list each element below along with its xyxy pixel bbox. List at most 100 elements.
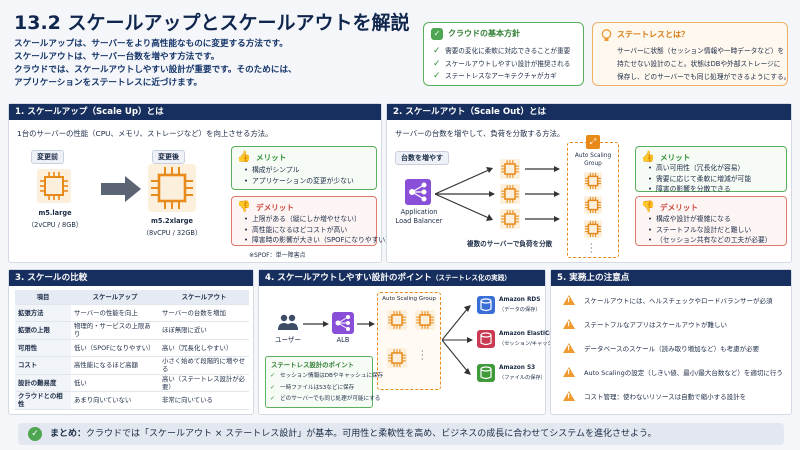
cloud-policy-box: ✓ クラウドの基本方針 ✓ 需要の変化に柔軟に対応できることが重要 ✓ スケール… — [423, 22, 584, 86]
list-item: 障害時の影響が大きい（SPOFになりやすい） — [244, 235, 392, 246]
check-icon: ✓ — [270, 383, 276, 391]
before-label: 変更前 — [31, 150, 64, 164]
cache-icon — [477, 330, 495, 348]
table-cell: 設計の難易度 — [15, 374, 71, 392]
merit-list: 高い可用性（冗長化が容易） 需要に応じて柔軟に増減が可能 障害の影響を分散できる — [648, 163, 751, 195]
section-heading: 5. 実務上の注意点 — [551, 270, 791, 286]
label-line: Application — [400, 208, 438, 216]
intro-text: スケールアップは、サーバーをより高性能なものに変更する方法です。 スケールアウト… — [14, 38, 414, 90]
table-row: 設計の難易度低い高い（ステートレス設計が必要） — [15, 374, 249, 392]
list-item: 構成や設計が複雑になる — [648, 214, 772, 225]
summary-text: クラウドでは「スケールアウト × ステートレス設計」が基本。可用性と柔軟性を高め… — [86, 429, 657, 439]
list-item: アプリケーションの変更が少ない — [244, 176, 354, 187]
add-servers-label: 台数を増やす — [395, 151, 449, 165]
thumbs-up-icon: 👍 — [641, 150, 655, 163]
merit-title: メリット — [660, 153, 691, 162]
list-item: ✓ 需要の変化に柔軟に対応できることが重要 — [433, 45, 570, 58]
label-line: Group — [584, 160, 602, 167]
table-header-row: 項目 スケールアップ スケールアウト — [15, 290, 249, 305]
demerit-list: 上限がある（縦にしか増やせない） 高性能になるほどコストが高い 障害時の影響が大… — [244, 214, 392, 246]
arrow-right-icon — [357, 321, 375, 327]
thumbs-down-icon: 👎 — [237, 200, 251, 213]
database-icon — [477, 296, 495, 314]
list-item-text: データベースのスケール（読み取り増加など）も考慮が必要 — [584, 345, 760, 353]
scale-out-merit-box: 👍 メリット 高い可用性（冗長化が容易） 需要に応じて柔軟に増減が可能 障害の影… — [635, 146, 787, 195]
alb-label: ALB — [336, 336, 350, 344]
check-icon: ✓ — [433, 58, 441, 69]
table-cell: サーバーの台数を増加 — [159, 304, 249, 322]
table-cell: 拡張方法 — [15, 304, 71, 322]
before-instance-name: m5.large — [38, 209, 72, 217]
table-cell: クラウドとの相性 — [15, 391, 71, 410]
thumbs-down-icon: 👎 — [641, 200, 655, 213]
service-name: Amazon RDS — [499, 297, 541, 303]
ec2-instance-icon — [386, 347, 408, 369]
stateless-text: サーバーに状態（セッション情報や一時データなど）を 持たせない設計のこと。状態は… — [617, 45, 790, 84]
scale-up-demerit-box: 👎 デメリット 上限がある（縦にしか増やせない） 高性能になるほどコストが高い … — [231, 196, 392, 246]
table-cell: 拡張の上限 — [15, 321, 71, 340]
warning-icon: ! — [563, 367, 575, 377]
table-cell: 低い — [71, 374, 159, 392]
comparison-table-wrap: 項目 スケールアップ スケールアウト 拡張方法サーバーの性能を向上サーバーの台数… — [15, 290, 249, 410]
table-row: 拡張方法サーバーの性能を向上サーバーの台数を増加 — [15, 304, 249, 322]
scale-out-demerit-box: 👎 デメリット 構成や設計が複雑になる ステートフルな設計だと難しい （セッショ… — [635, 196, 787, 246]
summary-bar: ✓ まとめ：クラウドでは「スケールアウト × ステートレス設計」が基本。可用性と… — [18, 423, 784, 445]
warning-icon: ! — [563, 391, 575, 401]
users-label: ユーザー — [274, 336, 302, 344]
more-indicator: ··· — [590, 240, 593, 257]
table-cell: 高性能になるほど高額 — [71, 356, 159, 375]
lightbulb-icon — [601, 29, 612, 41]
table-cell: サーバーの性能を向上 — [71, 304, 159, 322]
summary-lead: まとめ： — [50, 429, 87, 439]
scale-up-panel: 1. スケールアップ（Scale Up）とは 1台のサーバーの性能（CPU、メモ… — [8, 103, 392, 263]
points-title: ステートレス設計のポイント — [271, 361, 355, 369]
ec2-instance-icon — [583, 219, 603, 239]
section-heading: 1. スケールアップ（Scale Up）とは — [9, 104, 381, 120]
service-arrows — [442, 305, 473, 375]
stateless-box: ステートレスとは？ サーバーに状態（セッション情報や一時データなど）を 持たせな… — [592, 22, 790, 86]
ec2-instance-icon — [499, 208, 521, 230]
list-item: !スケールアウトには、ヘルスチェックやロードバランサーが必須 — [563, 288, 783, 312]
arrow-right-icon — [101, 176, 141, 202]
points-list: ✓ セッション情報はDBやキャッシュに保存 ✓ 一時ファイルはS3などに保存 ✓ どの… — [270, 371, 383, 406]
list-item-text: ステートフルなアプリはスケールアウトが難しい — [584, 321, 727, 329]
auto-scaling-group: Auto Scaling Group ··· — [377, 292, 441, 390]
table-cell: 高い（ステートレス設計が必要） — [159, 374, 249, 392]
label-line: Auto Scaling — [574, 153, 612, 159]
section-desc: サーバーの台数を増やして、負荷を分散する方法。 — [395, 129, 565, 138]
text-line: 持たせない設計のこと。状態はDBや外部ストレージに — [617, 60, 781, 68]
load-balancer-icon — [405, 179, 431, 205]
table-cell: コスト — [15, 356, 71, 375]
check-icon: ✓ — [270, 395, 276, 402]
list-item-text: コスト管理：使わないリソースは自動で縮小する設計を — [584, 393, 747, 401]
scale-out-panel: 2. スケールアウト（Scale Out）とは サーバーの台数を増やして、負荷を… — [386, 103, 792, 263]
list-item: !データベースのスケール（読み取り増加など）も考慮が必要 — [563, 336, 783, 360]
page-title: 13.2 スケールアップとスケールアウトを解説 — [14, 12, 410, 34]
list-item: 障害の影響を分散できる — [648, 184, 751, 195]
table-cell: 可用性 — [15, 339, 71, 357]
list-item-text: 一時ファイルはS3などに保存 — [280, 384, 355, 391]
table-cell: 低い（SPOFになりやすい） — [71, 339, 159, 357]
list-item: ✓ セッション情報はDBやキャッシュに保存 — [270, 371, 383, 383]
ec2-instance-icon — [583, 195, 603, 215]
list-item-text: セッション情報はDBやキャッシュに保存 — [280, 373, 384, 379]
stateless-points-box: ステートレス設計のポイント ✓ セッション情報はDBやキャッシュに保存 ✓ 一時ファ… — [265, 356, 383, 408]
check-icon: ✓ — [270, 372, 276, 379]
ec2-instance-small-icon — [37, 169, 71, 203]
list-item: ✓ ステートレスなアーキテクチャがカギ — [433, 70, 570, 83]
list-item-text: Auto Scalingの設定（しきい値、最小/最大台数など）を適切に行う — [584, 369, 783, 377]
list-item: ✓ スケールアウトしやすい設計が推奨される — [433, 58, 570, 71]
list-item-text: どのサーバーでも同じ処理が可能にする — [280, 396, 381, 402]
auto-scaling-group: ⤢ Auto Scaling Group ··· — [567, 135, 619, 258]
list-item: 需要に応じて柔軟に増減が可能 — [648, 174, 751, 185]
load-balancer-label: Application Load Balancer — [389, 208, 449, 226]
asg-label: Auto Scaling Group — [568, 153, 618, 168]
service-role: （セッション/キャッシュ） — [499, 341, 563, 347]
cloud-policy-list: ✓ 需要の変化に柔軟に対応できることが重要 ✓ スケールアウトしやすい設計が推奨… — [433, 45, 570, 83]
ec2-instance-icon — [499, 183, 521, 205]
list-item: 高性能になるほどコストが高い — [244, 225, 392, 236]
list-item: ! コスト管理：使わないリソースは自動で縮小する設計を — [563, 384, 783, 408]
cloud-policy-title: クラウドの基本方針 — [448, 29, 520, 38]
list-item: ✓ どのサーバーでも同じ処理が可能にする — [270, 394, 383, 406]
stateless-design-panel: 4. スケールアウトしやすい設計のポイント（ステートレス化の実践） ユーザー A… — [258, 269, 565, 415]
